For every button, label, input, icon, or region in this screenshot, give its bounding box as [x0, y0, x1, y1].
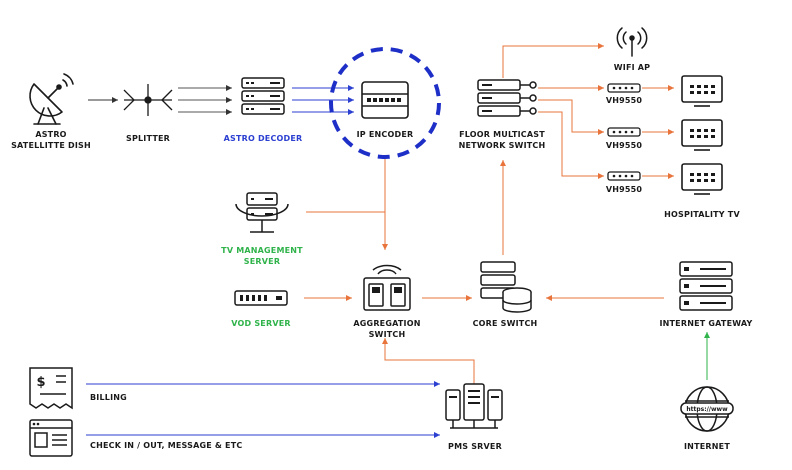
internet-url-text: https://www	[686, 406, 728, 413]
connector-decoder-encoder	[292, 85, 354, 115]
receipt-dollar-glyph: $	[36, 375, 45, 390]
floor-switch-label-line2: NETWORK SWITCH	[458, 141, 546, 150]
aggregation-switch-label: AGGREGATION SWITCH	[337, 318, 437, 340]
receipt-icon	[29, 367, 73, 410]
wifi-ap-icon	[616, 27, 648, 57]
vh9550-label-2: VH9550	[605, 141, 643, 150]
vh9550-unit-3	[607, 171, 641, 181]
billing-label: BILLING	[90, 393, 127, 402]
wifi-ap-label: WIFI AP	[613, 63, 651, 72]
aggregation-switch-icon	[363, 264, 411, 311]
checkin-label: CHECK IN / OUT, MESSAGE & ETC	[90, 441, 243, 450]
connector-floorswitch-wifi	[502, 43, 604, 78]
server-icon	[235, 192, 289, 233]
pms-server-icon	[445, 383, 503, 429]
aggregation-switch-label-line1: AGGREGATION	[353, 319, 421, 328]
splitter-label: SPLITTER	[125, 134, 171, 143]
core-switch-label: CORE SWITCH	[472, 319, 538, 328]
hospitality-tv-label: HOSPITALITY TV	[664, 210, 740, 219]
connector-vh-tv	[642, 85, 674, 179]
vh9550-label-1: VH9550	[605, 96, 643, 105]
astro-dish-label: ASTRO SATELLITTE DISH	[10, 129, 92, 151]
pms-server-label: PMS SRVER	[448, 442, 502, 451]
internet-gateway-label: INTERNET GATEWAY	[659, 319, 753, 328]
vh9550-unit-1	[607, 83, 641, 93]
floor-switch-label: FLOOR MULTICAST NETWORK SWITCH	[452, 129, 552, 151]
tv-management-label-line1: TV MANAGEMENT	[221, 246, 303, 255]
encoder-icon	[361, 81, 409, 119]
ip-encoder-highlight-ring	[329, 47, 441, 159]
aggregation-switch-label-line2: SWITCH	[368, 330, 406, 339]
network-switch-icon	[477, 79, 537, 117]
tv-icon	[681, 75, 723, 107]
vod-server-icon	[234, 290, 288, 306]
satellite-dish-icon	[29, 73, 74, 125]
connector-pms-aggregation	[382, 338, 475, 384]
astro-dish-label-line1: ASTRO	[35, 130, 67, 139]
connector-floorswitch-vh	[538, 85, 604, 179]
ip-encoder-label: IP ENCODER	[356, 130, 414, 139]
astro-dish-label-line2: SATELLITTE DISH	[11, 141, 91, 150]
splitter-icon	[123, 84, 173, 116]
astro-decoder-label: ASTRO DECODER	[223, 134, 303, 143]
browser-window-icon	[29, 419, 73, 457]
tv-icon	[681, 119, 723, 151]
core-switch-icon	[480, 261, 532, 313]
tv-management-label-line2: SERVER	[243, 257, 281, 266]
tv-icon	[681, 163, 723, 195]
gateway-server-icon	[679, 261, 733, 311]
connector-encoder-aggregation	[306, 158, 388, 250]
globe-icon	[680, 386, 734, 432]
tv-management-label: TV MANAGEMENT SERVER	[210, 245, 314, 267]
decoder-stack-icon	[241, 77, 285, 115]
vod-server-label: VOD SERVER	[231, 319, 291, 328]
vh9550-label-3: VH9550	[605, 185, 643, 194]
floor-switch-label-line1: FLOOR MULTICAST	[459, 130, 545, 139]
internet-label: INTERNET	[684, 442, 730, 451]
vh9550-unit-2	[607, 127, 641, 137]
connector-splitter-decoder	[178, 85, 232, 115]
